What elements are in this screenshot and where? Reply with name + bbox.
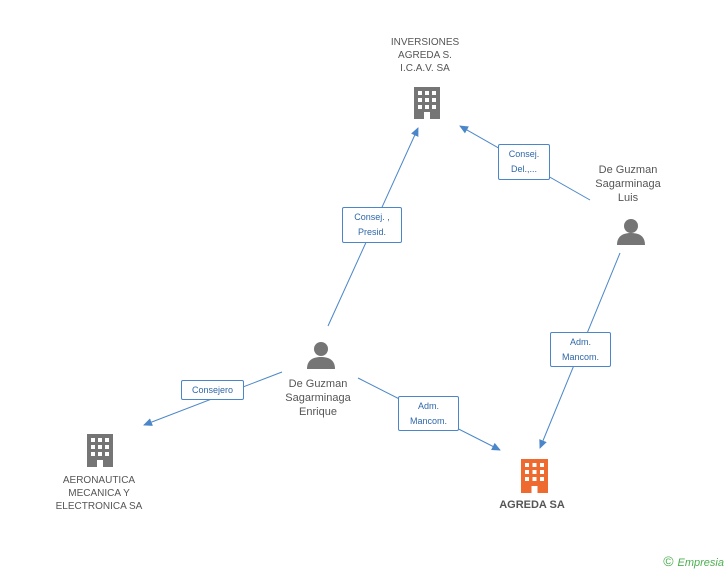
edge-label-enrique-inversiones[interactable]: Consej. , Presid. bbox=[342, 207, 402, 243]
node-label-line: AERONAUTICA bbox=[62, 475, 136, 486]
edge-label-line: Adm. bbox=[569, 337, 591, 347]
edge-label-line: Mancom. bbox=[409, 416, 447, 426]
node-label-agreda[interactable]: AGREDA SA bbox=[482, 498, 582, 512]
edge-label-line: Presid. bbox=[357, 227, 386, 237]
node-label-enrique[interactable]: De Guzman Sagarminaga Enrique bbox=[268, 377, 368, 419]
node-label-line: Sagarminaga bbox=[595, 178, 661, 190]
edge-label-line: Mancom. bbox=[561, 352, 599, 362]
node-label-inversiones[interactable]: INVERSIONES AGREDA S. I.C.A.V. SA bbox=[370, 36, 480, 75]
edge-label-line: Adm. bbox=[417, 401, 439, 411]
copyright-icon: © bbox=[663, 553, 674, 569]
node-label-line: AGREDA SA bbox=[499, 499, 565, 511]
node-label-aeronautica[interactable]: AERONAUTICA MECANICA Y ELECTRONICA SA bbox=[44, 474, 154, 513]
edge-label-line: Consej. bbox=[508, 149, 540, 159]
edge-label-enrique-agreda[interactable]: Adm. Mancom. bbox=[398, 396, 459, 431]
node-label-line: INVERSIONES bbox=[390, 37, 460, 48]
node-label-line: AGREDA S. bbox=[398, 50, 452, 61]
node-label-luis[interactable]: De Guzman Sagarminaga Luis bbox=[578, 163, 678, 205]
edge-label-line: Consejero bbox=[191, 385, 234, 395]
edge-label-enrique-aeronautica[interactable]: Consejero bbox=[181, 380, 244, 400]
building-icon[interactable] bbox=[521, 459, 548, 493]
edge-label-luis-inversiones[interactable]: Consej. Del.,... bbox=[498, 144, 550, 180]
brand-logo[interactable]: ©Empresia bbox=[663, 553, 724, 569]
person-icon[interactable] bbox=[307, 342, 335, 369]
building-icon[interactable] bbox=[87, 434, 113, 467]
node-label-line: Luis bbox=[617, 192, 639, 204]
node-label-line: I.C.A.V. SA bbox=[400, 63, 450, 74]
edge-label-line: Consej. , bbox=[354, 212, 390, 222]
person-icon[interactable] bbox=[617, 219, 645, 245]
node-label-line: ELECTRONICA SA bbox=[55, 501, 143, 512]
node-label-line: Sagarminaga bbox=[285, 392, 351, 404]
node-label-line: Enrique bbox=[299, 406, 337, 418]
edge-label-luis-agreda[interactable]: Adm. Mancom. bbox=[550, 332, 611, 367]
edge-label-line: Del.,... bbox=[510, 164, 537, 174]
node-label-line: De Guzman bbox=[288, 378, 348, 390]
node-label-line: De Guzman bbox=[598, 164, 658, 176]
building-icon[interactable] bbox=[414, 87, 440, 119]
brand-name: Empresia bbox=[677, 557, 724, 569]
node-label-line: MECANICA Y bbox=[68, 488, 130, 499]
